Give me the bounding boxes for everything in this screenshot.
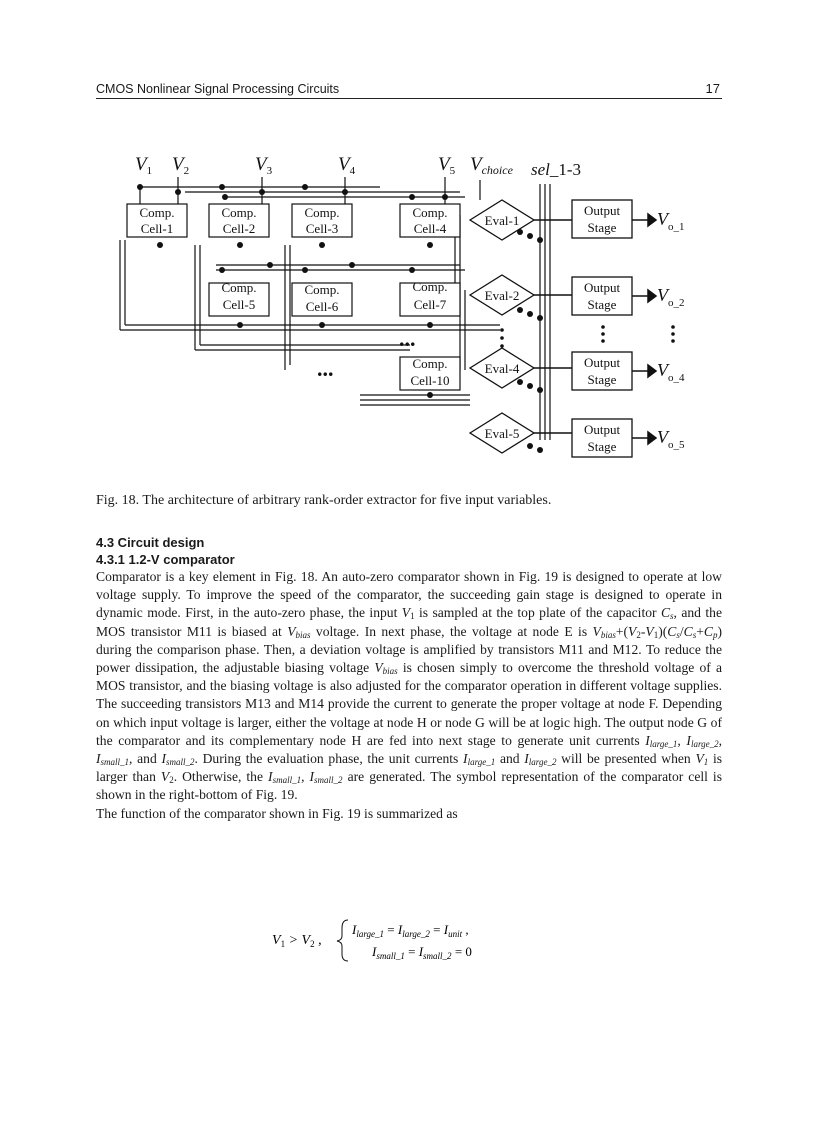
output-labels: Vo_1 Vo_2 Vo_4 Vo_5 — [657, 209, 685, 451]
equation: V1 > V2 , Ilarge_1 = Ilarge_2 = Iunit , … — [272, 919, 472, 962]
eq-line2: Ismall_1 = Ismall_2 = 0 — [371, 944, 472, 961]
eq-condition: V1 > V2 , — [272, 933, 322, 949]
svg-text:Cell-3: Cell-3 — [306, 221, 339, 236]
comp-cell-6-label: Comp. — [304, 282, 339, 297]
eval-1-label: Eval-1 — [485, 213, 520, 228]
svg-text:Output: Output — [584, 203, 621, 218]
body-text: Comparator is a key element in Fig. 18. … — [96, 568, 722, 823]
svg-text:Cell-4: Cell-4 — [414, 221, 447, 236]
vertical-dots — [500, 325, 675, 348]
output-arrows — [534, 212, 658, 446]
eval-4-label: Eval-4 — [485, 361, 520, 376]
comp-cell-10-box — [399, 356, 461, 391]
output-vo1: Vo_1 — [657, 209, 685, 233]
svg-text:Output: Output — [584, 280, 621, 295]
figure-caption: Fig. 18. The architecture of arbitrary r… — [96, 493, 552, 508]
output-stages: Output Stage Output Stage Output Stage O… — [571, 199, 633, 458]
ellipsis-left: ... — [317, 356, 334, 381]
input-v1: V1 — [135, 154, 152, 177]
svg-text:Cell-2: Cell-2 — [223, 221, 256, 236]
output-vo2: Vo_2 — [657, 285, 685, 309]
evaluators: Eval-1 Eval-2 Eval-4 Eval-5 — [468, 199, 536, 454]
paragraph-2: The function of the comparator shown in … — [96, 805, 458, 821]
svg-text:Cell-10: Cell-10 — [411, 373, 450, 388]
svg-text:Stage: Stage — [588, 220, 617, 235]
sel-label: sel_1-3 — [531, 160, 581, 179]
input-v4: V4 — [338, 154, 356, 177]
comp-cell-3-label: Comp. — [304, 205, 339, 220]
comp-cell-10-label: Comp. — [412, 356, 447, 371]
eq-line1: Ilarge_1 = Ilarge_2 = Iunit , — [351, 922, 469, 939]
comp-cell-1-box — [126, 203, 188, 238]
comp-cell-3-box — [291, 203, 353, 238]
comp-cell-5-label: Comp. — [221, 280, 256, 295]
subsection-heading: 4.3.1 1.2-V comparator — [96, 552, 235, 567]
svg-text:Cell-1: Cell-1 — [141, 221, 174, 236]
comp-cell-7-box — [399, 282, 461, 317]
comp-cell-2-box — [208, 203, 270, 238]
bus-lines — [119, 177, 551, 440]
output-vo5: Vo_5 — [657, 427, 685, 451]
comp-cells: Comp. Cell-1 Comp. Cell-2 Comp. Cell-3 C… — [126, 203, 461, 391]
input-v2: V2 — [172, 154, 189, 177]
svg-text:Stage: Stage — [588, 297, 617, 312]
svg-text:Cell-5: Cell-5 — [223, 297, 256, 312]
ellipsis-mid: ... — [399, 326, 416, 351]
svg-text:Cell-7: Cell-7 — [414, 297, 447, 312]
input-v3: V3 — [255, 154, 273, 177]
eval-5-label: Eval-5 — [485, 426, 520, 441]
junction-dots — [137, 184, 543, 453]
running-header: CMOS Nonlinear Signal Processing Circuit… — [96, 80, 722, 99]
comp-cell-7-label: Comp. — [412, 279, 447, 294]
comp-cell-4-box — [399, 203, 461, 238]
section-heading: 4.3 Circuit design — [96, 535, 205, 550]
rank-order-extractor-diagram: V1 V2 V3 V4 V5 Vchoice sel_1-3 — [119, 154, 685, 458]
ellipses: ... ... — [317, 326, 416, 381]
svg-text:Cell-6: Cell-6 — [306, 299, 339, 314]
running-title: CMOS Nonlinear Signal Processing Circuit… — [96, 82, 340, 96]
comp-cell-2-label: Comp. — [221, 205, 256, 220]
paragraph-1: Comparator is a key element in Fig. 18. … — [96, 569, 723, 803]
svg-text:Stage: Stage — [588, 439, 617, 454]
svg-text:Output: Output — [584, 355, 621, 370]
eval-2-label: Eval-2 — [485, 288, 520, 303]
page-number: 17 — [705, 81, 720, 96]
input-v5: V5 — [438, 154, 456, 177]
comp-cell-6-box — [291, 282, 353, 317]
svg-text:Stage: Stage — [588, 372, 617, 387]
comp-cell-5-box — [208, 282, 270, 317]
input-labels: V1 V2 V3 V4 V5 Vchoice sel_1-3 — [135, 154, 581, 179]
comp-cell-1-label: Comp. — [139, 205, 174, 220]
output-vo4: Vo_4 — [657, 360, 685, 384]
svg-text:Output: Output — [584, 422, 621, 437]
input-vchoice: Vchoice — [470, 154, 514, 177]
comp-cell-4-label: Comp. — [412, 205, 447, 220]
